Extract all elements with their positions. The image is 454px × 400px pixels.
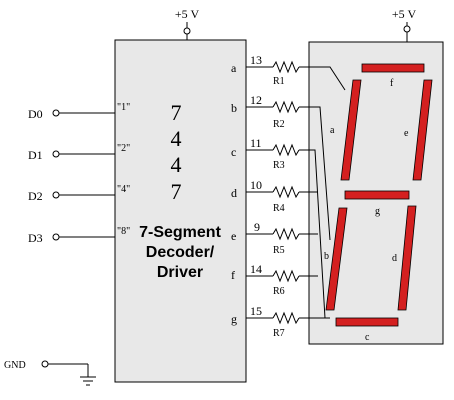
- input-pin-label: "8": [117, 226, 130, 237]
- output-pin: 14: [250, 262, 262, 276]
- resistor: [272, 311, 300, 325]
- output-f: f 14 R6: [231, 262, 309, 297]
- resistor-label: R3: [273, 160, 285, 171]
- segment-wiring: [309, 66, 346, 319]
- input-d0: D0 "1": [28, 102, 130, 121]
- input-terminal: [52, 150, 60, 158]
- vcc-label-display: +5 V: [392, 7, 417, 21]
- ground-label: GND: [4, 360, 26, 371]
- input-pin-label: "2": [117, 143, 130, 154]
- display-segments: [325, 63, 433, 327]
- weight-digit: 4: [171, 152, 182, 177]
- ground-terminal: [41, 360, 49, 368]
- input-label: D3: [28, 231, 43, 245]
- segment-label-upper-right: e: [404, 128, 409, 139]
- input-pin-label: "1": [117, 102, 130, 113]
- decoder-label-line3: Driver: [157, 264, 203, 281]
- output-d: d 10 R4: [231, 178, 309, 214]
- resistor: [272, 227, 300, 241]
- resistor-label: R7: [273, 328, 285, 339]
- output-letter: e: [231, 229, 236, 243]
- input-d1: D1 "2": [28, 143, 130, 162]
- output-b: b 12 R2: [231, 93, 309, 130]
- decoder-label-line2: Decoder/: [146, 244, 215, 261]
- segment-label-top: f: [390, 78, 394, 89]
- vcc-terminal-chip: [183, 27, 191, 35]
- resistor-label: R4: [273, 203, 285, 214]
- resistor: [272, 100, 300, 114]
- output-pin: 12: [250, 93, 262, 107]
- input-label: D2: [28, 189, 43, 203]
- segment-lower-left: [325, 207, 348, 311]
- input-d2: D2 "4": [28, 184, 130, 203]
- ground-icon: [80, 376, 96, 386]
- segment-upper-right: [412, 79, 433, 181]
- output-a: a 13 R1: [231, 53, 309, 87]
- weight-digit: 7: [171, 179, 182, 204]
- resistor-label: R5: [273, 245, 285, 256]
- segment-top: [361, 63, 425, 73]
- output-e: e 9 R5: [231, 220, 309, 256]
- output-letter: g: [231, 312, 237, 326]
- segment-label-upper-left: a: [330, 125, 335, 136]
- segment-lower-right: [397, 205, 417, 311]
- decoder-label-line1: 7-Segment: [139, 224, 221, 241]
- input-label: D1: [28, 148, 43, 162]
- output-channels: a 13 R1 b 12 R2 c 11 R3 d 10: [231, 53, 309, 339]
- segment-middle: [344, 190, 410, 200]
- segment-label-middle: g: [375, 206, 380, 217]
- resistor: [272, 60, 300, 74]
- weight-digit: 7: [171, 100, 182, 125]
- segment-label-lower-right: d: [392, 253, 397, 264]
- input-label: D0: [28, 107, 43, 121]
- resistor: [272, 185, 300, 199]
- output-letter: b: [231, 101, 237, 115]
- vcc-terminal-display: [403, 25, 411, 33]
- segment-label-lower-left: b: [324, 251, 329, 262]
- input-d3: D3 "8": [28, 226, 130, 245]
- output-letter: a: [231, 61, 237, 75]
- resistor: [272, 143, 300, 157]
- output-pin: 11: [250, 136, 262, 150]
- resistor-label: R2: [273, 119, 285, 130]
- input-terminal: [52, 109, 60, 117]
- segment-upper-left: [340, 79, 362, 181]
- segment-label-bottom: c: [365, 332, 370, 343]
- input-terminal: [52, 233, 60, 241]
- output-pin: 10: [250, 178, 262, 192]
- input-pin-label: "4": [117, 184, 130, 195]
- decoder-chip: [114, 39, 247, 383]
- weight-digit: 4: [171, 126, 182, 151]
- output-letter: f: [231, 268, 235, 282]
- output-pin: 9: [254, 220, 260, 234]
- resistor-label: R1: [273, 76, 285, 87]
- output-pin: 15: [250, 304, 262, 318]
- output-letter: c: [231, 145, 236, 159]
- output-letter: d: [231, 186, 237, 200]
- resistor: [272, 269, 300, 283]
- output-c: c 11 R3: [231, 136, 309, 171]
- segment-bottom: [335, 317, 399, 327]
- input-terminal: [52, 191, 60, 199]
- vcc-label-chip: +5 V: [175, 7, 200, 21]
- output-g: g 15 R7: [231, 304, 309, 339]
- output-pin: 13: [250, 53, 262, 67]
- resistor-label: R6: [273, 286, 285, 297]
